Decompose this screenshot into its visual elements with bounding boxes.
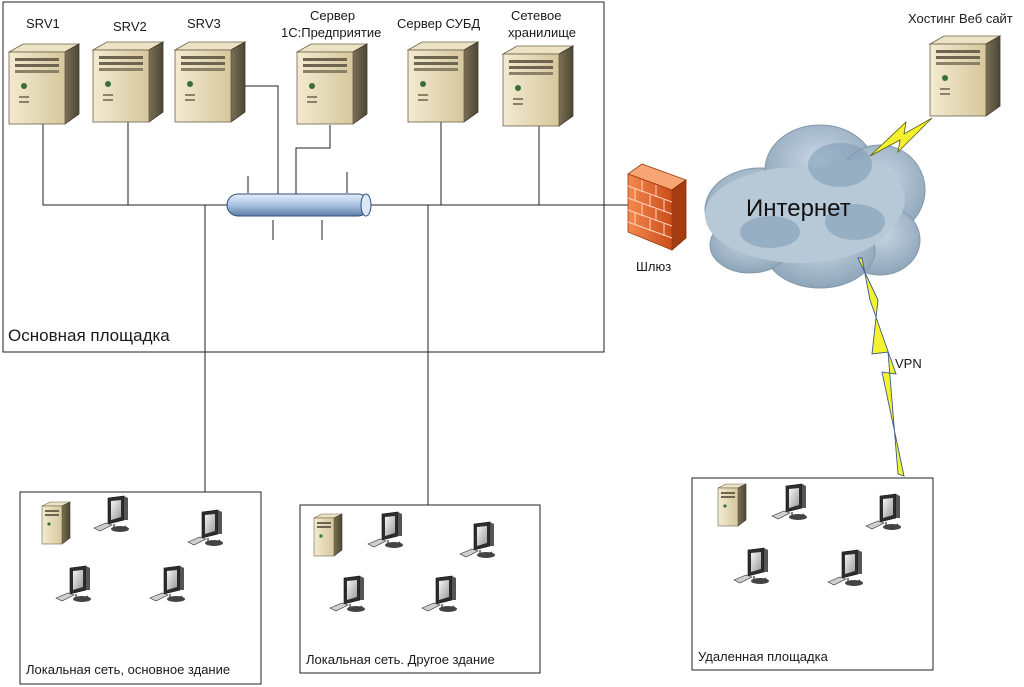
workstation-icon (827, 549, 864, 587)
vpn-link-bolt (857, 257, 905, 477)
remote-site-devices (717, 483, 902, 587)
server-nas-label-line1: Сетевое (511, 8, 561, 23)
lan-other-frame (299, 504, 541, 674)
lan-other-label: Локальная сеть. Другое здание (306, 652, 495, 667)
server-srv3-label: SRV3 (187, 16, 221, 31)
server-nas-label-line2: хранилище (508, 25, 576, 40)
remote-site-label: Удаленная площадка (698, 649, 829, 664)
server-srv1-label: SRV1 (26, 16, 60, 31)
main-bus-wiring (42, 85, 630, 505)
workstation-icon (459, 521, 496, 559)
workstation-icon (149, 565, 186, 603)
workstation-icon (771, 483, 808, 521)
workstation-icon (733, 547, 770, 585)
workstation-icon (93, 495, 130, 533)
server-nas: Сетевое хранилище (502, 8, 576, 127)
lan-other-devices (313, 511, 496, 613)
hosting-link-bolt (869, 117, 933, 157)
lan-main-label: Локальная сеть, основное здание (26, 662, 230, 677)
workstation-icon (55, 565, 92, 603)
vpn-label: VPN (895, 356, 922, 371)
workstation-icon (187, 509, 224, 547)
lan-main-devices (41, 495, 224, 603)
main-site-frame (2, 1, 605, 353)
server-dbms-label: Сервер СУБД (397, 16, 480, 31)
workstation-icon (367, 511, 404, 549)
hosting-server (929, 35, 1001, 117)
server-1c-label-line2: 1С:Предприятие (281, 25, 381, 40)
internet-label: Интернет (746, 195, 851, 222)
gateway-label: Шлюз (636, 259, 671, 274)
lan-main-frame (19, 491, 262, 685)
server-srv3: SRV3 (174, 16, 246, 123)
pc-tower-icon (41, 501, 71, 545)
server-srv1: SRV1 (8, 16, 80, 125)
internet-cloud (704, 124, 926, 289)
hosting-label: Хостинг Веб сайт (908, 11, 1013, 26)
server-1c-label-line1: Сервер (310, 8, 355, 23)
server-srv2: SRV2 (92, 19, 164, 123)
server-srv2-label: SRV2 (113, 19, 147, 34)
pc-tower-icon (313, 513, 343, 557)
pc-tower-icon (717, 483, 747, 527)
server-1c: Сервер 1С:Предприятие (281, 8, 381, 125)
workstation-icon (421, 575, 458, 613)
remote-site-frame (691, 477, 934, 671)
workstation-icon (329, 575, 366, 613)
network-hub (226, 193, 372, 217)
gateway-firewall (627, 163, 687, 251)
server-dbms: Сервер СУБД (397, 16, 480, 123)
main-site-label: Основная площадка (8, 326, 170, 345)
workstation-icon (865, 493, 902, 531)
